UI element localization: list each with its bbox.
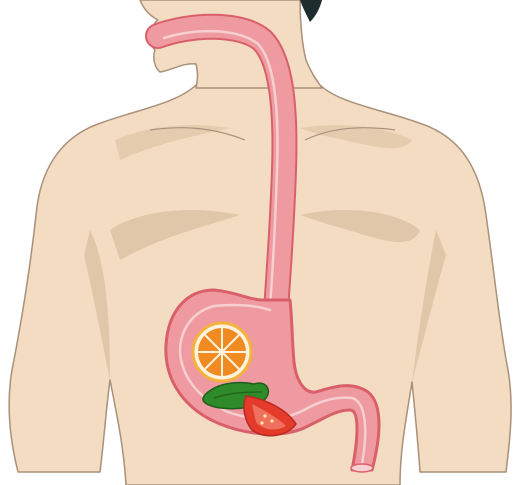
hair: [300, 0, 322, 22]
duodenum-end: [351, 464, 373, 472]
orange-slice: [193, 323, 251, 381]
